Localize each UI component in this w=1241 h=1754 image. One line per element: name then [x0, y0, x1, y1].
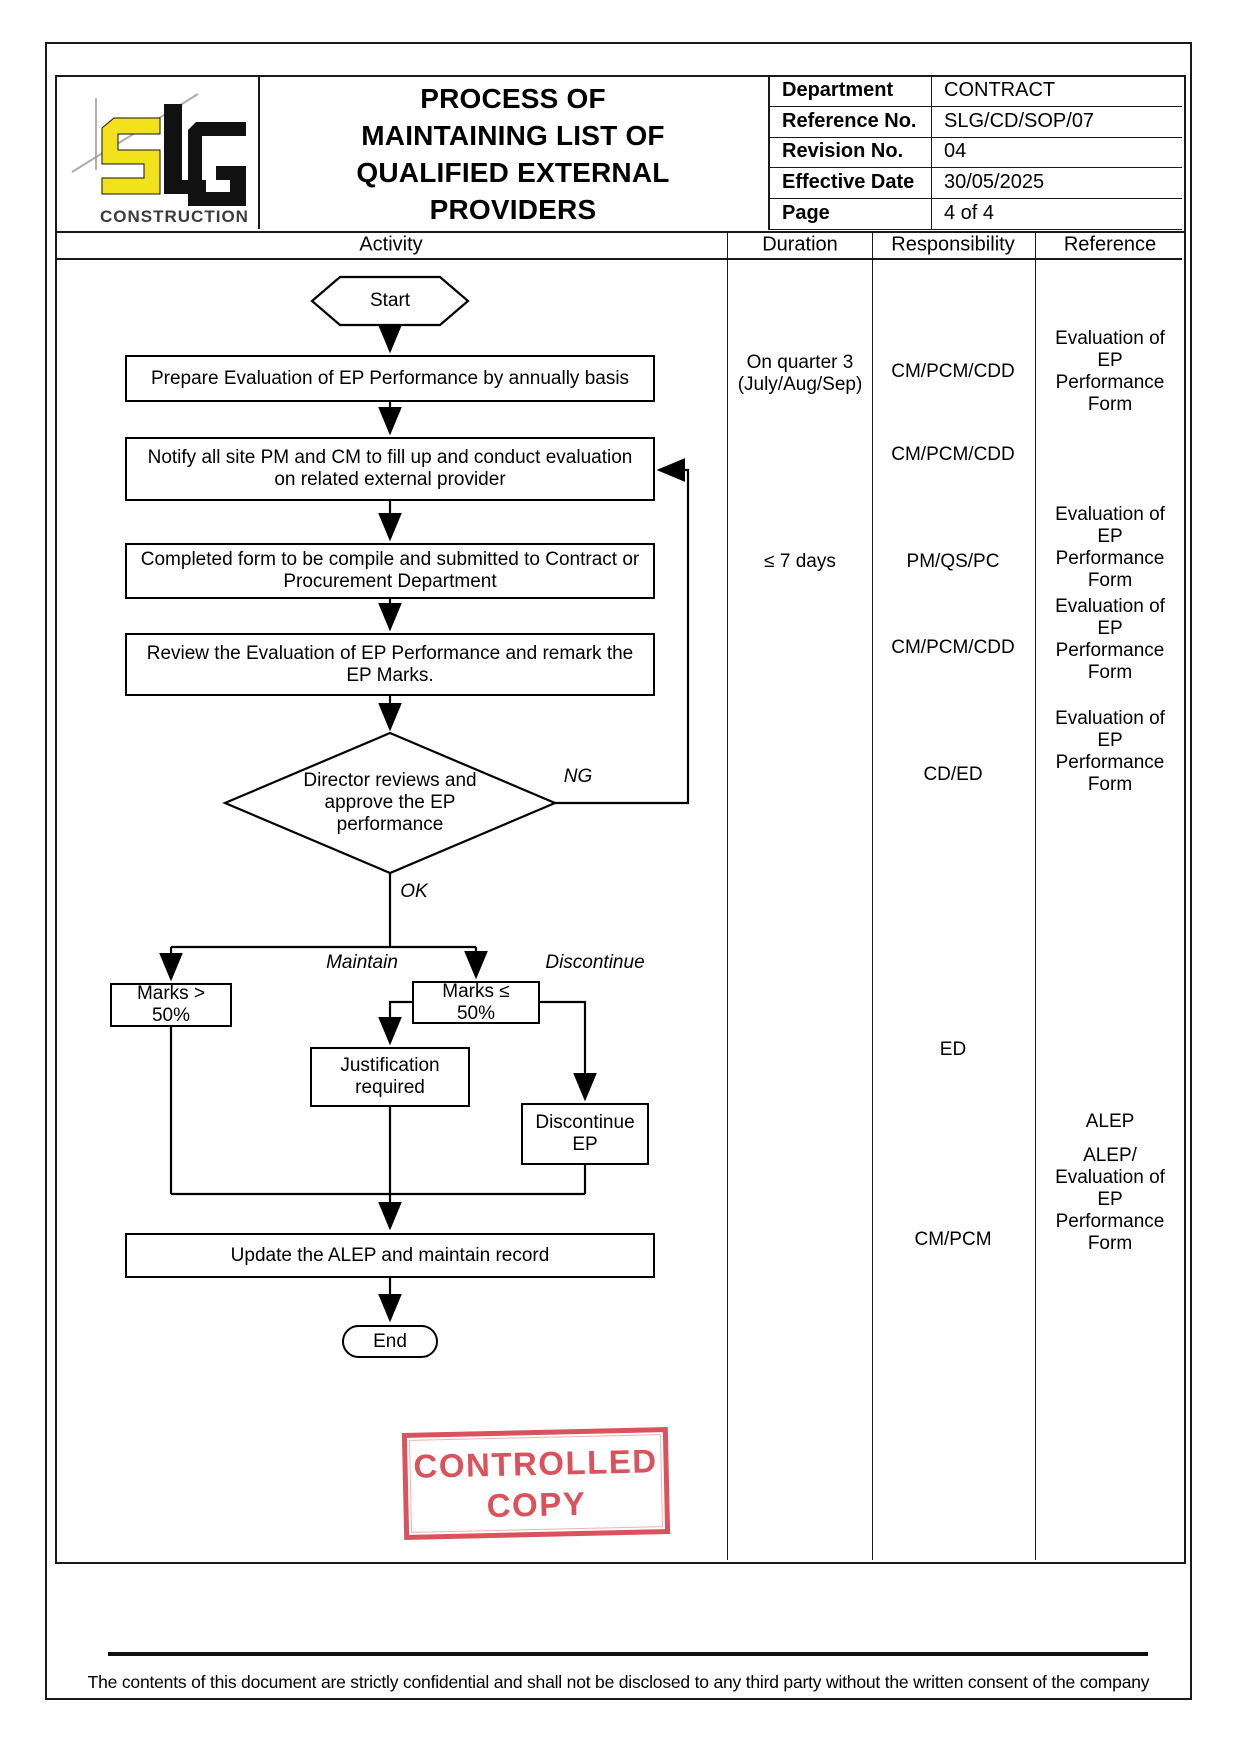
- stamp-line-2: COPY: [486, 1484, 587, 1524]
- start-label: Start: [369, 290, 411, 311]
- discontinue-label: Discontinue: [545, 952, 645, 973]
- flowchart-header-row: [55, 231, 1182, 260]
- reference-item: ALEP/ Evaluation of EP Performance Form: [1055, 1145, 1165, 1254]
- company-logo: CONSTRUCTION: [71, 93, 249, 226]
- info-row-department: Department CONTRACT: [768, 75, 1182, 107]
- logo-letter-l: [164, 104, 206, 194]
- decision-label: Director reviews and approve the EP perf…: [303, 770, 477, 835]
- ng-label: NG: [563, 766, 593, 787]
- duration-item: On quarter 3 (July/Aug/Sep): [737, 352, 863, 395]
- document-title: PROCESS OF MAINTAINING LIST OF QUALIFIED…: [356, 83, 670, 225]
- step3-box: Completed form to be compile and submitt…: [125, 543, 655, 599]
- stamp-line-1: CONTROLLED: [413, 1441, 659, 1485]
- info-value: 30/05/2025: [944, 171, 1045, 194]
- footer-confidentiality-note: The contents of this document are strict…: [87, 1672, 1150, 1692]
- divider-duration-responsibility: [872, 231, 873, 1560]
- discontinue-ep-box: Discontinue EP: [521, 1103, 649, 1165]
- info-label: Department: [768, 75, 932, 106]
- flowchart-table: [55, 231, 1186, 1564]
- info-row-effective-date: Effective Date 30/05/2025: [768, 167, 1182, 200]
- info-value: 04: [944, 140, 967, 163]
- ok-label: OK: [400, 881, 428, 902]
- reference-item: Evaluation of EP Performance Form: [1055, 328, 1165, 415]
- info-value: CONTRACT: [944, 78, 1056, 101]
- info-label: Effective Date: [768, 167, 932, 199]
- marks-gt-box: Marks > 50%: [110, 983, 232, 1027]
- step2-box: Notify all site PM and CM to fill up and…: [125, 437, 655, 501]
- info-label: Reference No.: [768, 105, 932, 137]
- responsibility-item: PM/QS/PC: [906, 551, 1000, 572]
- logo-letter-g: [188, 122, 246, 206]
- info-row-reference-no: Reference No. SLG/CD/SOP/07: [768, 105, 1182, 138]
- column-header-duration: Duration: [762, 233, 838, 256]
- justification-box: Justification required: [310, 1047, 470, 1107]
- maintain-label: Maintain: [326, 952, 398, 973]
- reference-item: ALEP: [1085, 1111, 1135, 1132]
- reference-item: Evaluation of EP Performance Form: [1055, 504, 1165, 591]
- reference-item: Evaluation of EP Performance Form: [1055, 708, 1165, 795]
- controlled-copy-stamp: CONTROLLED COPY: [401, 1426, 671, 1541]
- marks-le-box: Marks ≤ 50%: [412, 981, 540, 1024]
- info-row-revision-no: Revision No. 04: [768, 136, 1182, 169]
- responsibility-item: CD/ED: [923, 764, 983, 785]
- responsibility-item: CM/PCM/CDD: [891, 637, 1015, 658]
- responsibility-item: CM/PCM/CDD: [891, 361, 1015, 382]
- logo-letter-s: [101, 117, 161, 195]
- divider-responsibility-reference: [1035, 231, 1036, 1560]
- column-header-reference: Reference: [1063, 233, 1157, 256]
- info-label: Page: [768, 198, 932, 229]
- column-header-responsibility: Responsibility: [891, 233, 1015, 256]
- logo-cell: [55, 75, 260, 229]
- responsibility-item: ED: [939, 1039, 967, 1060]
- duration-item: ≤ 7 days: [764, 551, 836, 572]
- column-header-activity: Activity: [359, 233, 423, 256]
- info-value: 4 of 4: [944, 202, 995, 225]
- step1-box: Prepare Evaluation of EP Performance by …: [125, 355, 655, 402]
- footer-rule: [108, 1652, 1148, 1656]
- responsibility-item: CM/PCM/CDD: [891, 444, 1015, 465]
- title-cell: [258, 75, 770, 229]
- reference-item: Evaluation of EP Performance Form: [1055, 596, 1165, 683]
- divider-activity-duration: [727, 231, 728, 1560]
- info-value: SLG/CD/SOP/07: [944, 109, 1095, 132]
- page-border: [45, 42, 1192, 1700]
- info-row-page: Page 4 of 4: [768, 198, 1182, 230]
- info-label: Revision No.: [768, 136, 932, 168]
- end-pill: End: [342, 1325, 438, 1358]
- responsibility-item: CM/PCM: [914, 1229, 992, 1250]
- step4-box: Review the Evaluation of EP Performance …: [125, 633, 655, 696]
- update-box: Update the ALEP and maintain record: [125, 1233, 655, 1278]
- logo-brand-text: CONSTRUCTION: [100, 207, 249, 226]
